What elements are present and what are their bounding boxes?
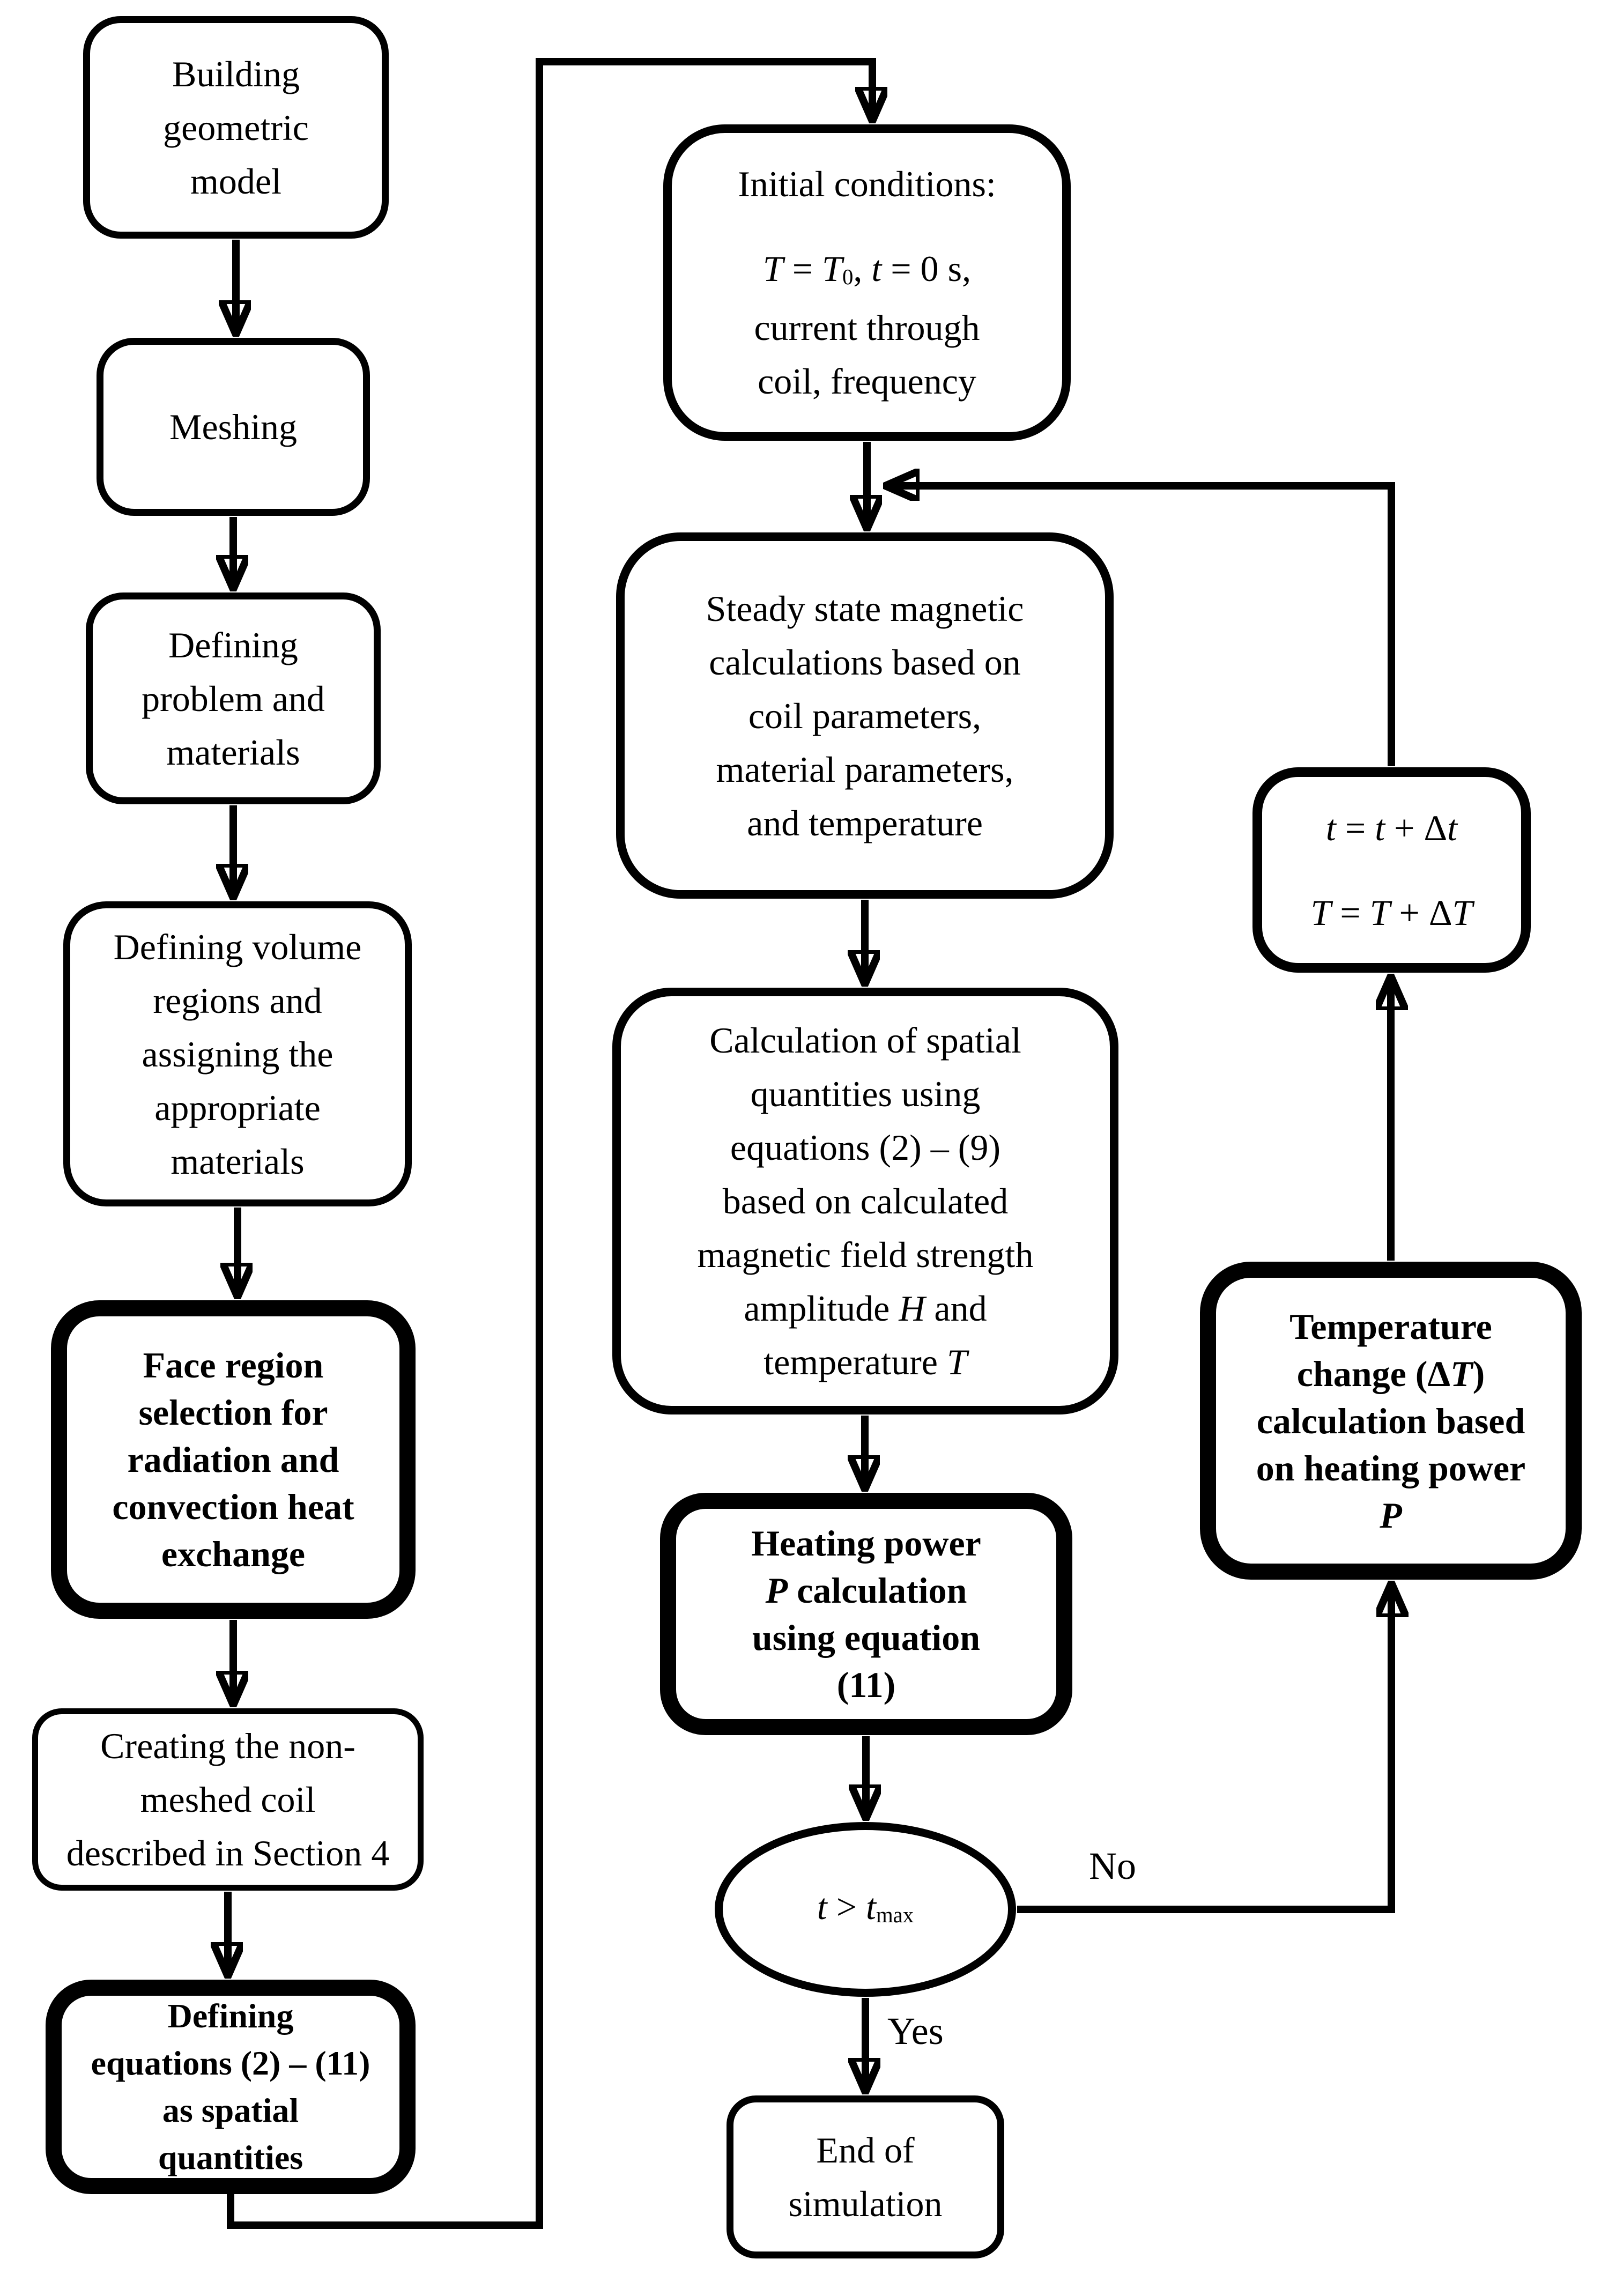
node-decision-t-max-label: t > tmax — [817, 1886, 914, 1927]
label-yes: Yes — [887, 2010, 944, 2053]
node-meshing: Meshing — [97, 338, 370, 516]
connector-time-step-to-steady-state — [887, 486, 1395, 766]
node-initial-conditions: Initial conditions:T = T0, t = 0 s,curre… — [663, 124, 1071, 441]
node-meshing-label: Meshing — [169, 406, 297, 447]
connector-decision-no-to-temperature-change — [1017, 1585, 1391, 1913]
node-decision-t-max: t > tmax — [715, 1822, 1016, 1997]
connector-defining-equations-to-initial-conditions — [227, 58, 872, 2229]
label-no: No — [1089, 1845, 1136, 1887]
node-initial-conditions-label: Initial conditions:T = T0, t = 0 s,curre… — [738, 164, 996, 402]
